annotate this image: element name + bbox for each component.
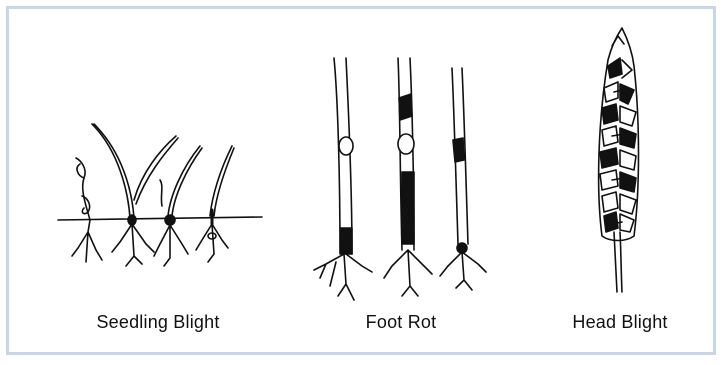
foot-rot-stem-3 <box>440 68 486 290</box>
foot-rot-stem-2 <box>384 58 432 296</box>
caption-head-blight: Head Blight <box>572 312 667 333</box>
seedling-plant-2 <box>92 124 178 266</box>
seedling-plant-3 <box>154 146 202 266</box>
foot-rot-stem-1 <box>314 58 372 300</box>
seedling-plant-1 <box>72 158 102 262</box>
caption-seedling-blight: Seedling Blight <box>96 312 219 333</box>
caption-foot-rot: Foot Rot <box>366 312 437 333</box>
head-blight-illustration <box>599 28 639 292</box>
seedling-blight-illustration <box>58 124 262 266</box>
wheat-spikelets <box>600 36 636 232</box>
seedling-plant-4 <box>196 146 234 262</box>
foot-rot-illustration <box>314 58 486 300</box>
